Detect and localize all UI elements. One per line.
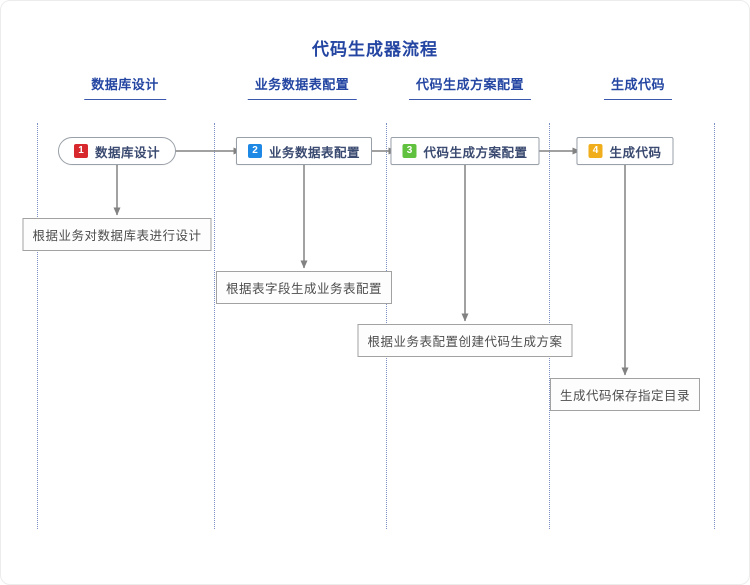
- lane-header-business-table-config: 业务数据表配置: [247, 74, 357, 100]
- step-4-badge: 4: [588, 144, 603, 158]
- note-codegen-scheme-config: 根据业务表配置创建代码生成方案: [357, 324, 573, 357]
- node-generate-code[interactable]: 4 生成代码: [576, 137, 674, 165]
- step-2-badge: 2: [247, 144, 262, 158]
- node-codegen-scheme-config[interactable]: 3 代码生成方案配置: [390, 137, 540, 165]
- lane-divider: [37, 123, 38, 529]
- lane-header-database-design: 数据库设计: [84, 74, 166, 100]
- node-business-table-config[interactable]: 2 业务数据表配置: [235, 137, 373, 165]
- node-database-design-label: 数据库设计: [94, 145, 161, 160]
- lane-header-codegen-scheme-config: 代码生成方案配置: [408, 74, 532, 100]
- note-generate-code: 生成代码保存指定目录: [549, 378, 701, 411]
- lane-divider: [214, 123, 215, 529]
- node-business-table-config-label: 业务数据表配置: [268, 145, 361, 160]
- node-generate-code-label: 生成代码: [609, 145, 662, 160]
- step-3-badge: 3: [402, 144, 417, 158]
- note-business-table-config: 根据表字段生成业务表配置: [215, 271, 393, 304]
- lane-header-generate-code: 生成代码: [603, 74, 673, 100]
- node-codegen-scheme-config-label: 代码生成方案配置: [423, 145, 528, 160]
- page-title: 代码生成器流程: [312, 40, 438, 59]
- node-database-design[interactable]: 1 数据库设计: [57, 137, 177, 165]
- step-1-badge: 1: [73, 144, 88, 158]
- note-database-design: 根据业务对数据库表进行设计: [22, 218, 212, 251]
- lane-divider: [714, 123, 715, 529]
